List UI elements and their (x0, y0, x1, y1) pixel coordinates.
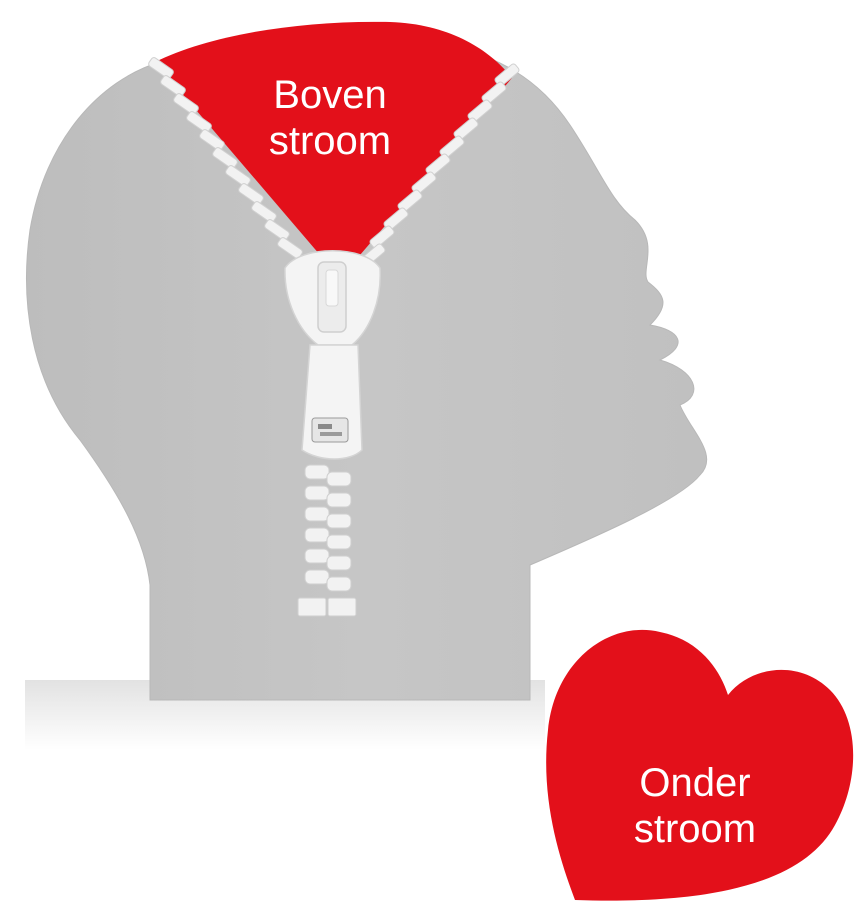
zipper-pull-label (312, 418, 348, 442)
top-label: Boven stroom (250, 72, 410, 164)
heart-label-line-2: stroom (610, 806, 780, 852)
top-label-line-2: stroom (250, 118, 410, 164)
top-label-line-1: Boven (250, 72, 410, 118)
heart-label-line-1: Onder (610, 760, 780, 806)
zipper-pull-label-mark (318, 424, 332, 429)
zipper-slider-notch (326, 270, 338, 306)
heart-label: Onder stroom (610, 760, 780, 852)
zipper-pull-label-mark-2 (320, 432, 342, 436)
